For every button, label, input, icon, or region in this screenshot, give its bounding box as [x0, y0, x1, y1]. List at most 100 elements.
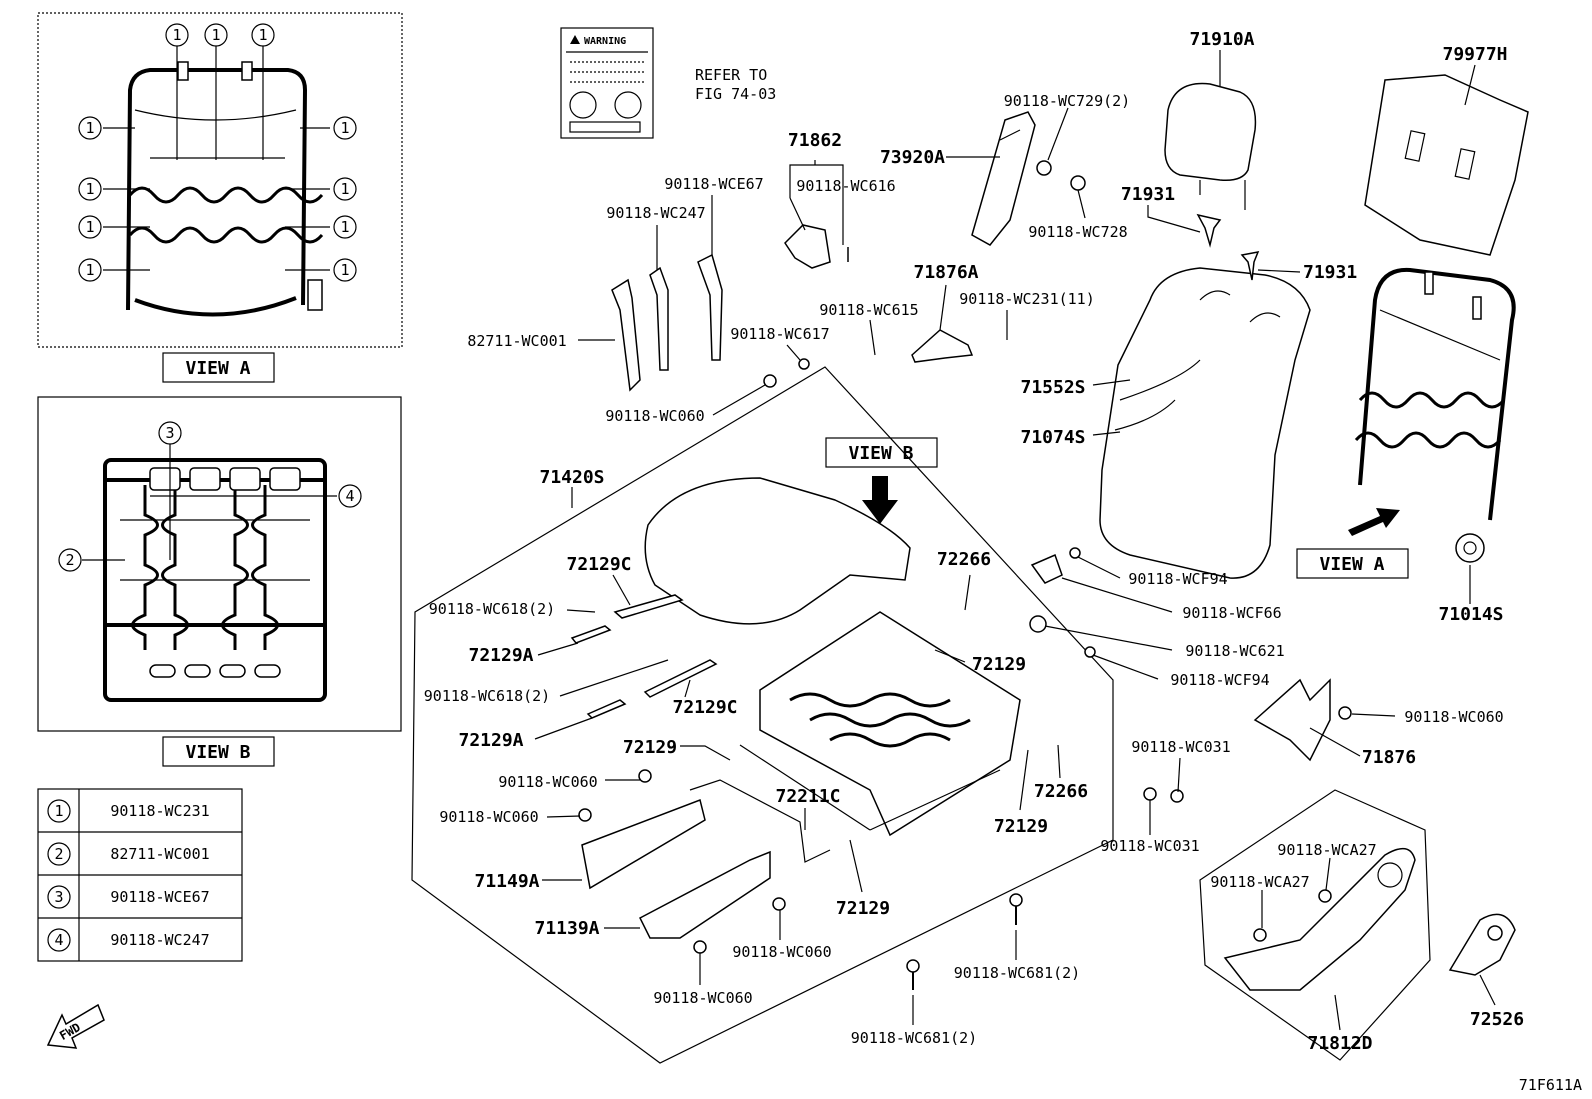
- legend-part-2: 82711-WC001: [110, 845, 209, 863]
- label-71862: 71862: [788, 130, 842, 151]
- label-71420S: 71420S: [539, 467, 604, 488]
- label-71812D: 71812D: [1307, 1033, 1372, 1054]
- label-71014S: 71014S: [1438, 604, 1503, 625]
- part-labels: 71910A 79977H 90118-WC729(2) 73920A 9011…: [424, 29, 1524, 1054]
- label-72129C-a: 72129C: [566, 554, 631, 575]
- clip-71931-left: [1196, 213, 1222, 248]
- label-90118-WC031-a: 90118-WC031: [1131, 738, 1230, 756]
- label-72266-a: 72266: [937, 549, 991, 570]
- legend-num-4: 4: [54, 931, 63, 949]
- cable-tie-wce67: [697, 253, 723, 361]
- view-b-title: VIEW B: [185, 742, 250, 763]
- label-90118-WC621: 90118-WC621: [1185, 642, 1284, 660]
- seat-cushion-pad-part: [644, 477, 911, 625]
- bracket-71862: [784, 224, 849, 269]
- leader-lines: [534, 50, 1496, 1031]
- view-a-callout-text: 1: [85, 119, 94, 137]
- view-a-marker-box: [1296, 548, 1409, 579]
- label-82711-WC001: 82711-WC001: [467, 332, 566, 350]
- label-90118-WCE67: 90118-WCE67: [664, 175, 763, 193]
- cover-71139A: [639, 850, 771, 939]
- bracket-90118-wcf66: [1030, 553, 1063, 584]
- seat-frame-part: [739, 611, 1021, 837]
- view-a-callouts: 1 1 1 1 1 1 1 1 1 1 1: [78, 23, 357, 282]
- rod-72211C: [689, 779, 831, 863]
- label-79977H: 79977H: [1442, 44, 1507, 65]
- refer-text-2: FIG 74-03: [695, 85, 776, 103]
- label-72129C-b: 72129C: [672, 697, 737, 718]
- view-a-inset-frame: [37, 12, 403, 348]
- legend-part-3: 90118-WCE67: [110, 888, 209, 906]
- view-b-direction-arrow-icon: [862, 476, 898, 524]
- label-90118-WC060-top: 90118-WC060: [605, 407, 704, 425]
- label-71931-a: 71931: [1121, 184, 1175, 205]
- seatback-frame-part: [1354, 267, 1516, 563]
- label-90118-WC681-a: 90118-WC681(2): [954, 964, 1080, 982]
- label-72526: 72526: [1470, 1009, 1524, 1030]
- view-b-inset-frame: [37, 396, 402, 732]
- bolts: [578, 160, 1352, 990]
- label-71074S: 71074S: [1020, 427, 1085, 448]
- seatback-cover-part: [1099, 267, 1311, 579]
- clip-71931-right: [1240, 251, 1260, 281]
- label-90118-WCA27-b: 90118-WCA27: [1210, 873, 1309, 891]
- view-a-seatback-frame: [126, 61, 324, 317]
- label-72129A-b: 72129A: [458, 730, 523, 751]
- view-b-marker: VIEW B: [848, 443, 913, 464]
- label-72266-b: 72266: [1034, 781, 1088, 802]
- view-b-callout-3: 3: [165, 424, 174, 442]
- label-90118-WC031-b: 90118-WC031: [1100, 837, 1199, 855]
- label-90118-WC728: 90118-WC728: [1028, 223, 1127, 241]
- view-a-callout-text: 1: [340, 261, 349, 279]
- view-a-callout-text: 1: [340, 180, 349, 198]
- rail-72129C-upper: [613, 594, 684, 619]
- label-90118-WC616: 90118-WC616: [796, 177, 895, 195]
- label-72129-a: 72129: [972, 654, 1026, 675]
- view-a-callout-text: 1: [85, 180, 94, 198]
- label-71149A: 71149A: [474, 871, 539, 892]
- label-71876: 71876: [1362, 747, 1416, 768]
- side-trim-part: [971, 111, 1036, 246]
- view-a-title-box: [162, 352, 275, 383]
- view-a-callout-text: 1: [258, 26, 267, 44]
- label-72129-b: 72129: [623, 737, 677, 758]
- legend-table: 1 2 3 4 90118-WC231 82711-WC001 90118-WC…: [37, 788, 243, 962]
- view-a-callout-text: 1: [340, 119, 349, 137]
- label-71552S: 71552S: [1020, 377, 1085, 398]
- legend-part-4: 90118-WC247: [110, 931, 209, 949]
- legend-part-1: 90118-WC231: [110, 802, 209, 820]
- label-90118-WC618-b: 90118-WC618(2): [424, 687, 550, 705]
- view-a-callout-text: 1: [85, 261, 94, 279]
- label-90118-WC060-a: 90118-WC060: [498, 773, 597, 791]
- view-b-marker-box: [825, 437, 938, 468]
- legend-num-2: 2: [54, 845, 63, 863]
- washer-90118-wc621: [1029, 615, 1047, 633]
- label-90118-WC231: 90118-WC231(11): [959, 290, 1094, 308]
- rail-72129A-lower: [586, 699, 627, 719]
- fwd-arrow-icon: FWD: [46, 1003, 105, 1049]
- label-90118-WCF94-b: 90118-WCF94: [1170, 671, 1269, 689]
- label-71931-b: 71931: [1303, 262, 1357, 283]
- view-a-callout-text: 1: [340, 218, 349, 236]
- label-72129-c: 72129: [994, 816, 1048, 837]
- label-90118-WC618-a: 90118-WC618(2): [429, 600, 555, 618]
- knob-72526: [1448, 913, 1516, 976]
- warning-label-icon: WARNING: [560, 27, 654, 139]
- label-90118-WC247: 90118-WC247: [606, 204, 705, 222]
- view-a-callout-text: 1: [172, 26, 181, 44]
- warning-label-text: WARNING: [584, 36, 626, 47]
- rail-72129C-lower: [643, 659, 718, 698]
- figure-code: 71F611A: [1519, 1076, 1582, 1094]
- label-90118-WC060-b: 90118-WC060: [439, 808, 538, 826]
- label-90118-WC729: 90118-WC729(2): [1004, 92, 1130, 110]
- label-90118-WC681-b: 90118-WC681(2): [851, 1029, 977, 1047]
- view-a-marker: VIEW A: [1319, 554, 1384, 575]
- cushion-71876A: [911, 329, 974, 363]
- label-73920A: 73920A: [880, 147, 945, 168]
- label-90118-WC615: 90118-WC615: [819, 301, 918, 319]
- label-90118-WCF94-a: 90118-WCF94: [1128, 570, 1227, 588]
- bracket-71876: [1253, 678, 1331, 762]
- label-72129-d: 72129: [836, 898, 890, 919]
- view-a-callout-text: 1: [85, 218, 94, 236]
- view-b-callout-2: 2: [65, 551, 74, 569]
